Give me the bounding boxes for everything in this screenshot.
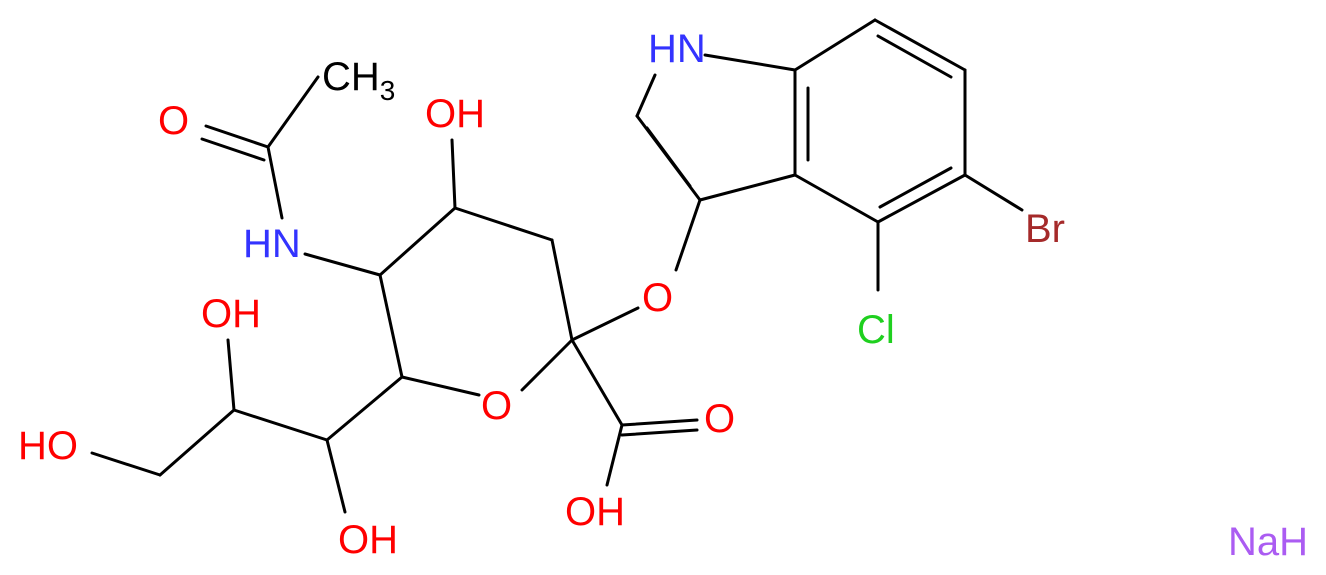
carboxyl-oh-bond — [605, 423, 624, 487]
methyl-label: CH3 — [322, 55, 395, 106]
terminal-hydroxyl-label: HO — [18, 424, 78, 468]
ring-hydroxyl-label: OH — [425, 92, 485, 136]
carboxyl-double-a — [620, 418, 699, 427]
label-layer: CH3 O HN OH OH HO OH O O O OH HN Br Cl N… — [18, 27, 1308, 564]
acetyl-carbonyl-bond-b — [200, 137, 266, 162]
glycosidic-bond-b — [674, 198, 702, 272]
ring-bond-c4-c3 — [453, 206, 554, 242]
indole-c2-n1 — [635, 73, 657, 118]
carboxyl-bond — [570, 338, 624, 427]
side-chain-bond-2 — [325, 438, 347, 514]
indole-nh-label: HN — [648, 27, 706, 71]
carboxyl-oxygen-label: O — [704, 397, 735, 441]
side-chain-hydroxyl-bottom-label: OH — [338, 518, 398, 562]
benzene-c7-c6 — [873, 18, 967, 72]
glycosidic-bond-a — [570, 306, 640, 342]
bond-layer — [90, 18, 1024, 514]
ring-oxygen-label: O — [481, 384, 512, 428]
bromine-bond — [963, 173, 1024, 212]
side-chain-hydroxyl-top-label: OH — [201, 292, 261, 336]
chlorine-label: Cl — [857, 308, 895, 352]
carboxyl-hydroxyl-label: OH — [565, 490, 625, 534]
ring-bond-o-c6 — [400, 375, 481, 397]
benzene-c4-c3a — [793, 173, 880, 224]
acetyl-oxygen-label: O — [158, 99, 189, 143]
carboxyl-double-b — [620, 428, 699, 437]
side-chain-bond-1 — [325, 375, 404, 442]
indole-n1-c7a — [703, 53, 797, 72]
benzene-c7a-c7 — [793, 18, 877, 72]
benzene-c5-c4-inner — [878, 166, 953, 209]
glycosidic-oxygen-label: O — [642, 276, 673, 320]
side-chain-bond-4 — [226, 338, 236, 412]
ring-bond-c2-o — [520, 338, 574, 392]
acetyl-carbonyl-bond-a — [204, 124, 270, 149]
indole-c3a-c3 — [698, 173, 797, 202]
amide-ring-bond — [303, 252, 382, 277]
benzene-c5-c4 — [876, 173, 967, 224]
side-chain-bond-5 — [158, 408, 236, 477]
side-chain-bond-6 — [90, 451, 162, 477]
acetyl-methyl-bond — [266, 75, 320, 149]
indole-c3-c2-inner — [645, 126, 692, 188]
side-chain-bond-3 — [232, 408, 329, 442]
benzene-c7-c6-inner — [876, 34, 953, 79]
sodium-hydride-label: NaH — [1228, 520, 1308, 564]
ring-bond-c6-c5 — [378, 273, 404, 379]
ring-bond-c5-c4 — [378, 206, 457, 277]
amide-nh-label: HN — [243, 222, 301, 266]
acetyl-amide-bond — [266, 145, 284, 220]
ring-bond-c3-c2 — [550, 238, 574, 342]
bromine-label: Br — [1025, 207, 1065, 251]
ring-hydroxyl-bond — [450, 138, 457, 210]
